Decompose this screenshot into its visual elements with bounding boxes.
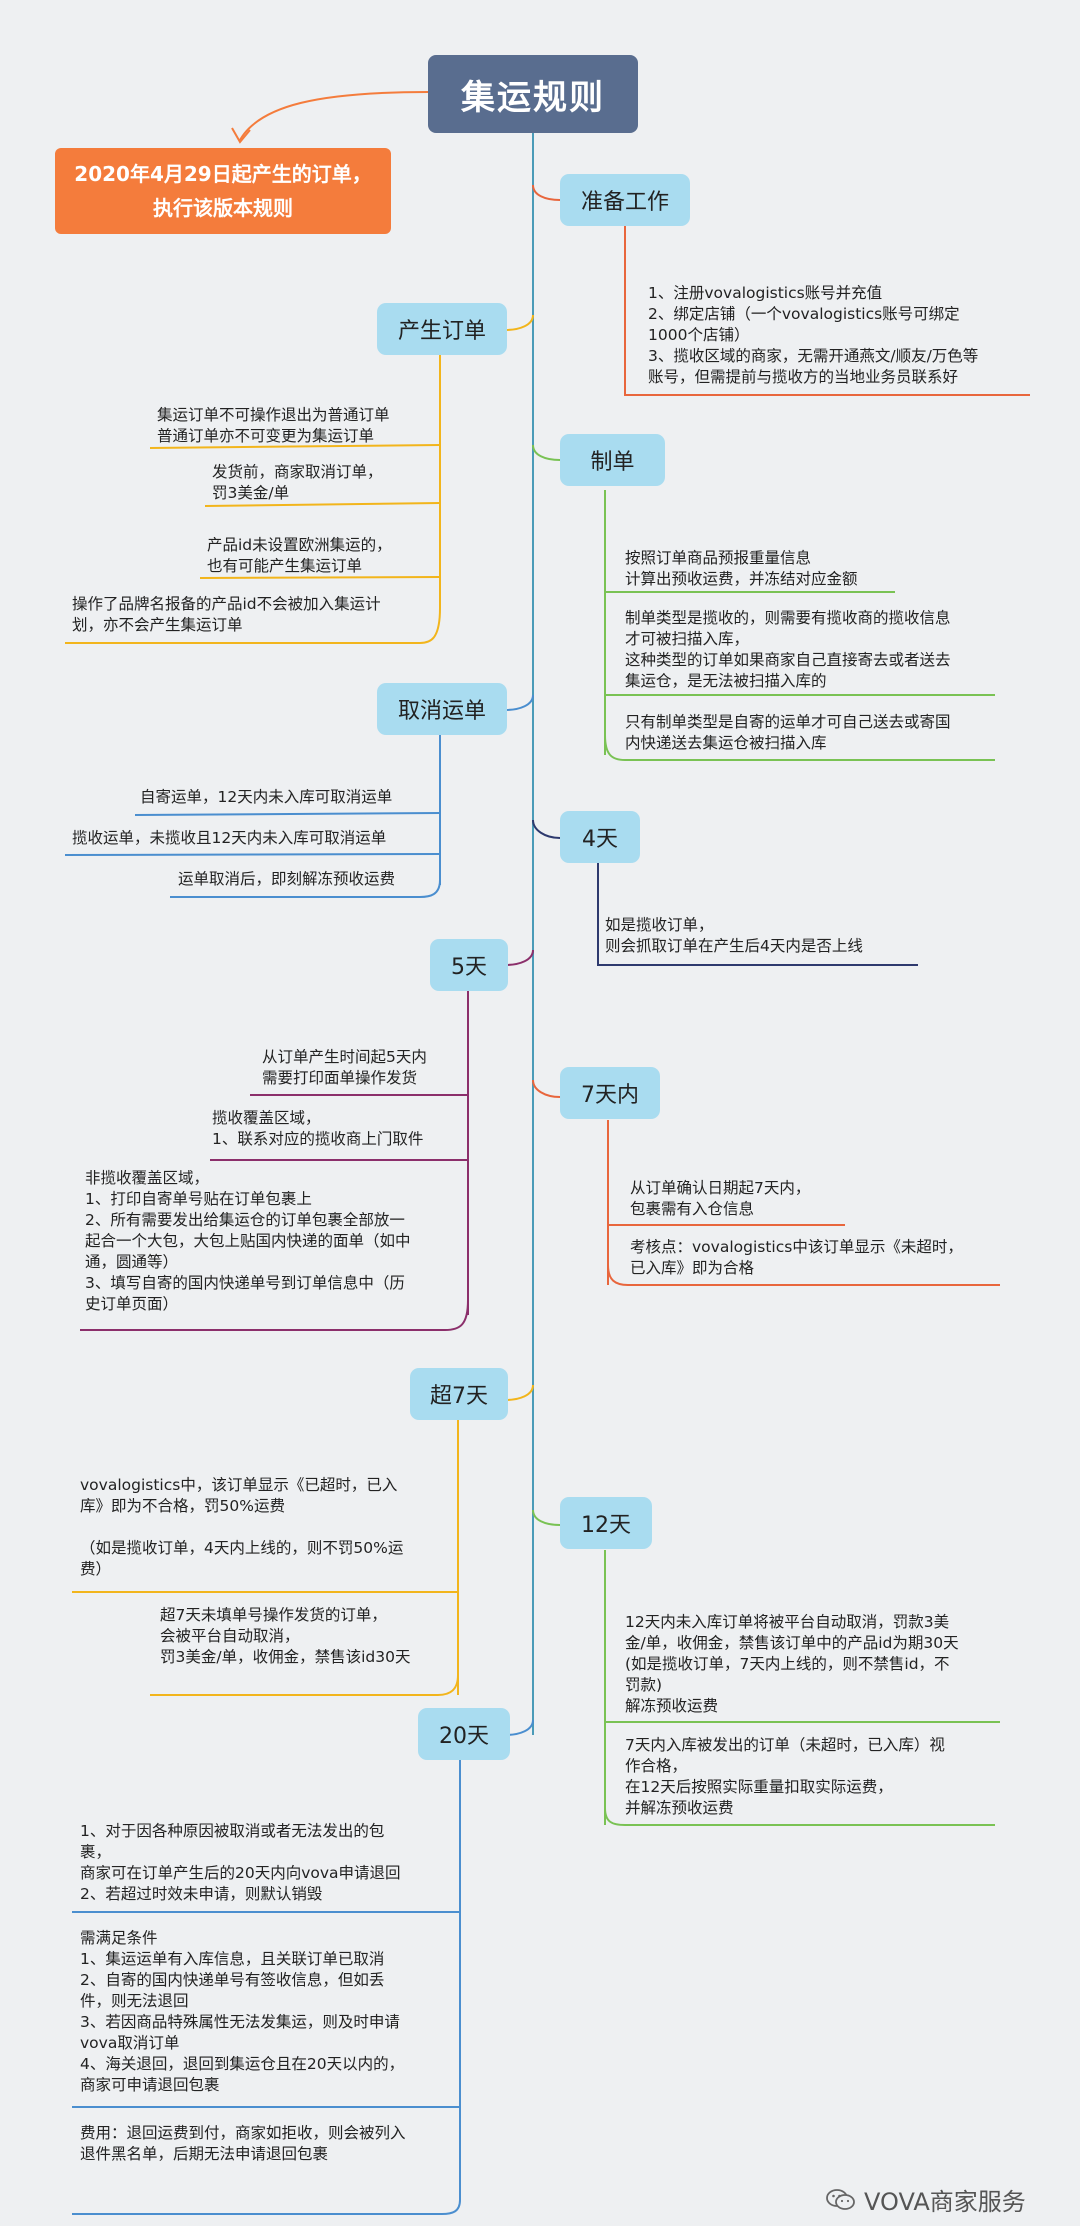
cancel-item-2: 揽收运单，未揽收且12天内未入库可取消运单 [72, 829, 387, 847]
day7-item-1: 从订单确认日期起7天内， 包裹需有入仓信息 [630, 1179, 811, 1218]
wechat-icon [826, 2188, 856, 2212]
day20-item-3: 费用：退回运费到付，商家如拒收，则会被列入 退件黑名单，后期无法申请退回包裹 [80, 2124, 406, 2163]
topic-over7: 超7天 [410, 1368, 508, 1420]
effective-date-note: 2020年4月29日起产生的订单， 执行该版本规则 [55, 148, 391, 234]
topic-day12: 12天 [560, 1497, 652, 1549]
topic-cancel: 取消运单 [377, 683, 507, 735]
day7-item-2: 考核点：vovalogistics中该订单显示《未超时， 已入库》即为合格 [630, 1238, 963, 1277]
topic-create-order: 产生订单 [377, 303, 507, 355]
topic-day7: 7天内 [560, 1067, 660, 1119]
day4-item: 如是揽收订单， 则会抓取订单在产生后4天内是否上线 [605, 916, 863, 955]
day12-item-2: 7天内入库被发出的订单（未超时，已入库）视 作合格， 在12天后按照实际重量扣取… [625, 1736, 945, 1817]
watermark-text: VOVA商家服务 [864, 2188, 1026, 2216]
note-line-1: 2020年4月29日起产生的订单， [74, 162, 372, 186]
topic-day5: 5天 [430, 939, 508, 991]
make-order-item-1: 按照订单商品预报重量信息 计算出预收运费，并冻结对应金额 [625, 549, 858, 588]
create-order-item-4: 操作了品牌名报备的产品id不会被加入集运计 划，亦不会产生集运订单 [72, 595, 381, 634]
over7-item-2: 超7天未填单号操作发货的订单， 会被平台自动取消， 罚3美金/单，收佣金，禁售该… [160, 1606, 411, 1666]
cancel-item-1: 自寄运单，12天内未入库可取消运单 [140, 788, 393, 806]
create-order-item-3: 产品id未设置欧洲集运的， 也有可能产生集运订单 [207, 536, 392, 575]
root-topic: 集运规则 [428, 55, 638, 133]
create-order-item-1: 集运订单不可操作退出为普通订单 普通订单亦不可变更为集运订单 [157, 406, 390, 445]
create-order-item-2: 发货前，商家取消订单， 罚3美金/单 [212, 463, 383, 502]
watermark: VOVA商家服务 [826, 2182, 1026, 2217]
topic-day4: 4天 [560, 811, 640, 863]
topic-day20: 20天 [418, 1708, 510, 1760]
day5-item-2: 揽收覆盖区域， 1、联系对应的揽收商上门取件 [212, 1109, 424, 1148]
day12-item-1: 12天内未入库订单将被平台自动取消，罚款3美 金/单，收佣金，禁售该订单中的产品… [625, 1613, 959, 1715]
topic-make-order: 制单 [560, 434, 665, 486]
over7-item-1: vovalogistics中，该订单显示《已超时，已入 库》即为不合格，罚50%… [80, 1476, 404, 1578]
day5-item-1: 从订单产生时间起5天内 需要打印面单操作发货 [262, 1048, 427, 1087]
prepare-item: 1、注册vovalogistics账号并充值 2、绑定店铺（一个vovalogi… [648, 284, 979, 386]
topic-prepare: 准备工作 [560, 174, 690, 226]
day20-item-1: 1、对于因各种原因被取消或者无法发出的包 裹， 商家可在订单产生后的20天内向v… [80, 1822, 401, 1903]
day5-item-3: 非揽收覆盖区域， 1、打印自寄单号贴在订单包裹上 2、所有需要发出给集运仓的订单… [85, 1169, 411, 1313]
cancel-item-3: 运单取消后，即刻解冻预收运费 [178, 870, 396, 888]
make-order-item-3: 只有制单类型是自寄的运单才可自己送去或寄国 内快递送去集运仓被扫描入库 [625, 713, 951, 752]
note-line-2: 执行该版本规则 [153, 196, 293, 220]
make-order-item-2: 制单类型是揽收的，则需要有揽收商的揽收信息 才可被扫描入库， 这种类型的订单如果… [625, 609, 951, 690]
day20-item-2: 需满足条件 1、集运运单有入库信息，且关联订单已取消 2、自寄的国内快递单号有签… [80, 1929, 405, 2094]
